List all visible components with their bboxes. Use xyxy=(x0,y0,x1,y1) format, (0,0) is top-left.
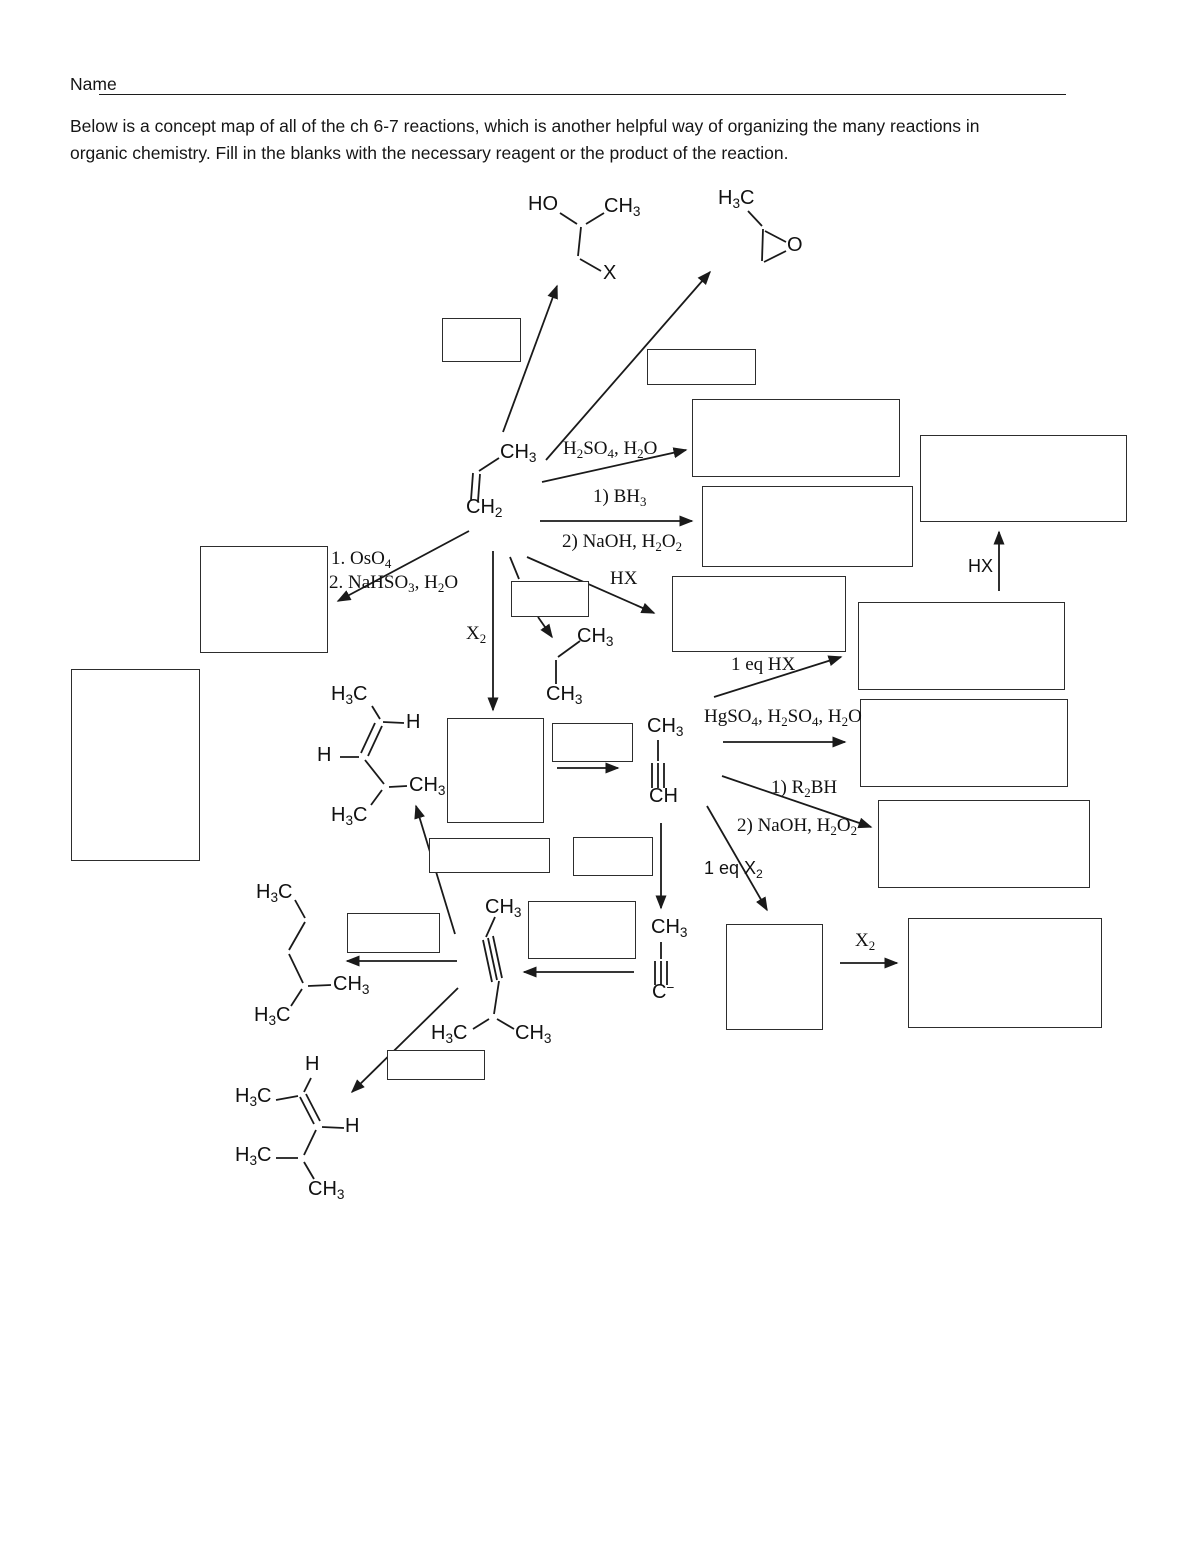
answer-box-hydrogenation-reagent[interactable] xyxy=(511,581,589,617)
bond-epoxide-h3c xyxy=(747,210,763,227)
bond-epoxide-left xyxy=(761,228,764,262)
answer-box-epoxide-reagent[interactable] xyxy=(647,349,756,385)
arrow-hx-propene xyxy=(526,556,656,614)
arrow-1eq-hx xyxy=(713,655,843,698)
answer-box-tetrahalide[interactable] xyxy=(908,918,1102,1028)
arrow-to-epoxide xyxy=(545,270,711,461)
bond-propene-double-b xyxy=(477,473,481,502)
bond-pentyne-triple-c xyxy=(492,935,503,979)
answer-box-ozonolysis-product[interactable] xyxy=(71,669,200,861)
bond-pentyne-ch3 xyxy=(485,916,496,938)
arrow-to-halohydrin xyxy=(502,284,558,433)
bond-transalkene-h1 xyxy=(382,721,405,724)
bond-cisalkene-double-b xyxy=(305,1093,321,1122)
bond-transalkene-ch3 xyxy=(388,785,408,788)
bond-halohydrin-ch3 xyxy=(585,212,605,225)
bond-cisalkene-chain xyxy=(303,1129,317,1156)
answer-box-trans-reduction-reagent[interactable] xyxy=(429,838,550,873)
bond-propene-ch3 xyxy=(478,457,500,472)
instructions: Below is a concept map of all of the ch … xyxy=(70,113,1120,167)
instructions-line-1: Below is a concept map of all of the ch … xyxy=(70,116,980,136)
answer-box-markovnikov-alcohol[interactable] xyxy=(692,399,900,477)
answer-box-deprotonation-reagent[interactable] xyxy=(573,837,653,876)
name-fill-line[interactable] xyxy=(99,72,1066,95)
bond-pentyne-h3c xyxy=(472,1018,490,1030)
answer-box-geminal-dihalide[interactable] xyxy=(920,435,1127,522)
bond-transalkene-chain xyxy=(364,759,385,785)
name-label: Name xyxy=(70,74,117,94)
bond-lines xyxy=(275,210,787,1180)
bond-h2-entry xyxy=(509,556,520,580)
answer-box-alkylation-reagent[interactable] xyxy=(528,901,636,959)
bond-pentane-5 xyxy=(290,988,303,1007)
bond-pentane-3 xyxy=(288,953,304,984)
bond-propane-1 xyxy=(557,640,581,658)
bond-pentane-1 xyxy=(294,899,306,919)
bond-pentane-4 xyxy=(307,984,332,987)
answer-box-vinyl-halide[interactable] xyxy=(858,602,1065,690)
answer-box-cis-reduction-reagent[interactable] xyxy=(387,1050,485,1080)
answer-box-aldehyde[interactable] xyxy=(878,800,1090,888)
arrow-h2so4 xyxy=(541,447,688,483)
bond-cisalkene-h3c1 xyxy=(275,1095,299,1101)
bond-cisalkene-h2 xyxy=(321,1126,345,1129)
answer-box-alkyl-halide[interactable] xyxy=(672,576,846,652)
reaction-arrows xyxy=(336,270,1005,1094)
instructions-line-2: organic chemistry. Fill in the blanks wi… xyxy=(70,143,789,163)
bond-cisalkene-h xyxy=(303,1077,312,1093)
bond-transalkene-double-a xyxy=(360,722,376,754)
bond-propene-double-a xyxy=(470,472,474,501)
bond-cisalkene-double-a xyxy=(299,1096,315,1125)
answer-box-diol[interactable] xyxy=(200,546,328,653)
bond-epoxide-bottom xyxy=(763,250,787,263)
bond-halohydrin-x xyxy=(579,258,602,272)
arrow-oso4 xyxy=(336,530,470,602)
bond-halohydrin-down xyxy=(577,226,582,257)
bond-cisalkene-ch3 xyxy=(303,1161,315,1180)
bond-pentyne-ch3b xyxy=(496,1018,515,1030)
answer-box-halohydrin-reagent[interactable] xyxy=(442,318,521,362)
arrow-h2-exit xyxy=(537,616,553,639)
answer-box-full-hydrogenation-reagent[interactable] xyxy=(347,913,440,953)
answer-box-antimarkovnikov-alcohol[interactable] xyxy=(702,486,913,567)
bond-halohydrin-ho xyxy=(559,212,578,225)
bond-transalkene-h3c xyxy=(371,705,381,720)
arrow-r2bh xyxy=(721,775,873,829)
bond-pentyne-triple-a xyxy=(482,939,493,983)
bond-transalkene-h3c2 xyxy=(370,789,383,806)
arrow-pentyne-to-cisalkene xyxy=(350,987,459,1094)
answer-box-ketone[interactable] xyxy=(860,699,1068,787)
bond-pentyne-triple-b xyxy=(487,937,498,981)
answer-box-vicinal-dihalide[interactable] xyxy=(447,718,544,823)
answer-box-center-reagent[interactable] xyxy=(552,723,633,762)
answer-box-dihaloalkene[interactable] xyxy=(726,924,823,1030)
arrow-1eq-x2 xyxy=(706,805,768,912)
bond-transalkene-double-b xyxy=(367,725,383,757)
bond-epoxide-top xyxy=(764,230,787,243)
bond-pentane-2 xyxy=(288,921,306,951)
bond-pentyne-chain xyxy=(493,980,500,1015)
